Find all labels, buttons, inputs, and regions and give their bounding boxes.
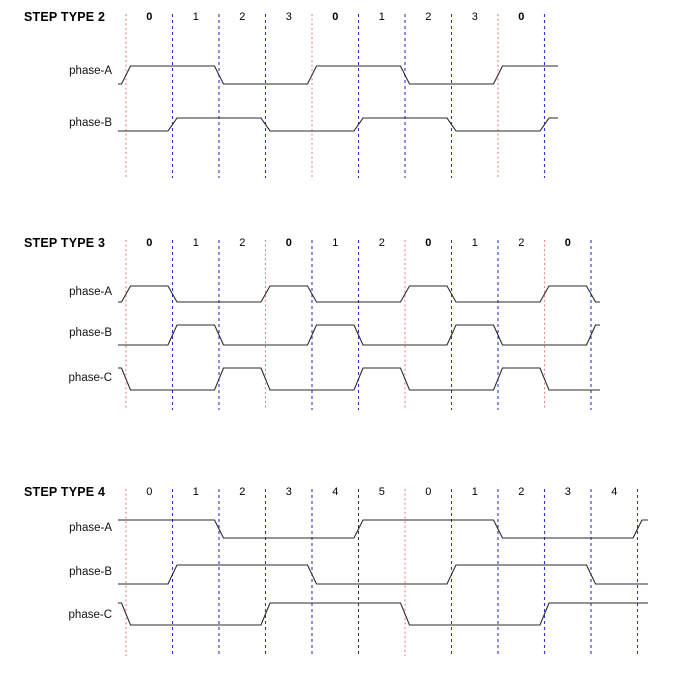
step-number: 4	[332, 486, 339, 498]
step-number: 3	[564, 486, 571, 498]
waveform-phase-A	[118, 65, 558, 85]
step-number: 0	[332, 11, 339, 23]
waveform-phase-A	[118, 285, 600, 303]
step-number: 3	[471, 11, 478, 23]
step-number: 2	[425, 11, 432, 23]
step-number: 2	[518, 237, 525, 249]
phase-label-phase-A: phase-A	[69, 286, 112, 298]
step-number: 0	[518, 11, 525, 23]
step-number: 4	[611, 486, 618, 498]
step-number: 2	[239, 11, 246, 23]
step-number: 1	[471, 237, 478, 249]
step-number: 3	[285, 486, 292, 498]
step-number: 2	[239, 237, 246, 249]
waveform-phase-B	[118, 564, 648, 585]
step-number: 2	[378, 237, 385, 249]
diagram-title: STEP TYPE 2	[24, 10, 106, 24]
step-number: 0	[425, 486, 432, 498]
waveform-phase-B	[118, 324, 600, 346]
waveform-phase-B	[118, 117, 558, 132]
diagram-title: STEP TYPE 4	[24, 485, 106, 499]
phase-label-phase-B: phase-B	[69, 327, 112, 339]
step-number: 2	[239, 486, 246, 498]
step-number: 0	[425, 237, 432, 249]
step-number: 0	[564, 237, 571, 249]
step-number: 1	[332, 237, 339, 249]
step-number: 0	[146, 486, 153, 498]
step-number: 0	[146, 11, 153, 23]
waveform-phase-A	[118, 519, 648, 539]
phase-label-phase-B: phase-B	[69, 566, 112, 578]
step-number: 2	[518, 486, 525, 498]
step-number: 0	[285, 237, 292, 249]
step-number: 1	[471, 486, 478, 498]
phase-label-phase-C: phase-C	[68, 609, 112, 621]
diagram-title: STEP TYPE 3	[24, 236, 106, 250]
step-number: 5	[378, 486, 385, 498]
step-number: 1	[192, 486, 199, 498]
waveform-phase-C	[118, 602, 648, 626]
step-number: 1	[378, 11, 385, 23]
phase-label-phase-C: phase-C	[68, 372, 112, 384]
step-number: 1	[192, 11, 199, 23]
phase-label-phase-A: phase-A	[69, 522, 112, 534]
step-number: 1	[192, 237, 199, 249]
step-number: 3	[285, 11, 292, 23]
step-number: 0	[146, 237, 153, 249]
phase-label-phase-B: phase-B	[69, 117, 112, 129]
phase-label-phase-A: phase-A	[69, 65, 112, 77]
waveform-phase-C	[118, 367, 600, 391]
